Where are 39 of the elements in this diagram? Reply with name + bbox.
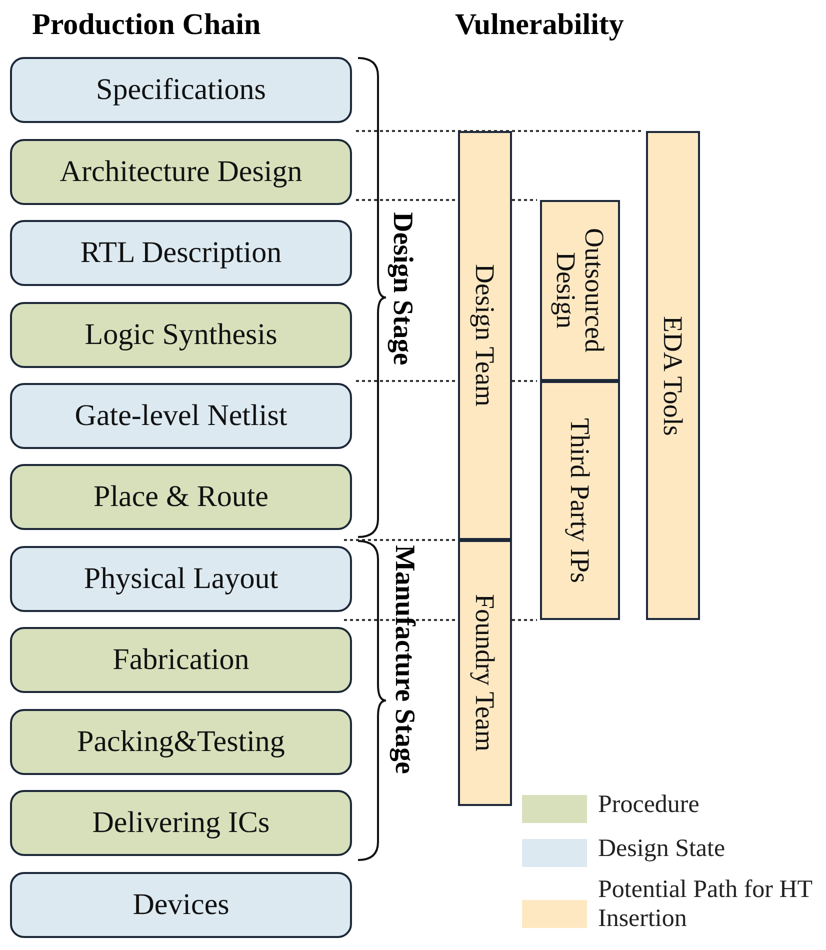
stage-label: Manufacture Stage bbox=[388, 545, 420, 774]
node-text: Place & Route bbox=[94, 480, 268, 514]
design-state-box bbox=[10, 220, 352, 286]
node-text: Packing&Testing bbox=[77, 725, 285, 759]
stage-label: Design Stage bbox=[386, 212, 418, 366]
column-heading: Production Chain bbox=[32, 8, 261, 42]
design-state-box bbox=[10, 546, 352, 612]
legend-text: Design State bbox=[598, 835, 726, 864]
node-text: Specifications bbox=[96, 73, 266, 107]
vulnerability-bar bbox=[540, 200, 620, 381]
vulnerability-bar bbox=[646, 131, 700, 620]
node-text: Foundry Team bbox=[470, 594, 500, 752]
node-text: Physical Layout bbox=[84, 562, 278, 596]
node-text: Design Team bbox=[470, 264, 500, 407]
procedure-box bbox=[10, 790, 352, 856]
procedure-box bbox=[10, 464, 352, 530]
node-text: Fabrication bbox=[112, 643, 250, 677]
node-text: Devices bbox=[132, 888, 230, 922]
node-text: Logic Synthesis bbox=[84, 318, 278, 352]
procedure-box bbox=[10, 139, 352, 205]
legend-text: Procedure bbox=[598, 791, 700, 820]
node-text: Third Party IPs bbox=[566, 418, 594, 583]
node-text: RTL Description bbox=[80, 236, 282, 270]
vulnerability-bar bbox=[458, 131, 512, 540]
node-text: EDA Tools bbox=[658, 316, 688, 436]
design-state-box bbox=[10, 57, 352, 123]
node-text: Delivering ICs bbox=[92, 806, 270, 840]
design-state-box bbox=[10, 872, 352, 938]
vulnerability-bar bbox=[540, 381, 620, 620]
node-text: Outsourced Design bbox=[552, 227, 608, 355]
column-heading: Vulnerability bbox=[455, 8, 624, 42]
procedure-box bbox=[10, 709, 352, 775]
procedure-box bbox=[10, 627, 352, 693]
design-state-box bbox=[10, 383, 352, 449]
node-text: Gate-level Netlist bbox=[74, 399, 288, 433]
legend-text: Potential Path for HT Insertion bbox=[598, 876, 814, 934]
node-text: Architecture Design bbox=[60, 155, 302, 189]
vulnerability-bar bbox=[458, 540, 512, 806]
procedure-box bbox=[10, 302, 352, 368]
